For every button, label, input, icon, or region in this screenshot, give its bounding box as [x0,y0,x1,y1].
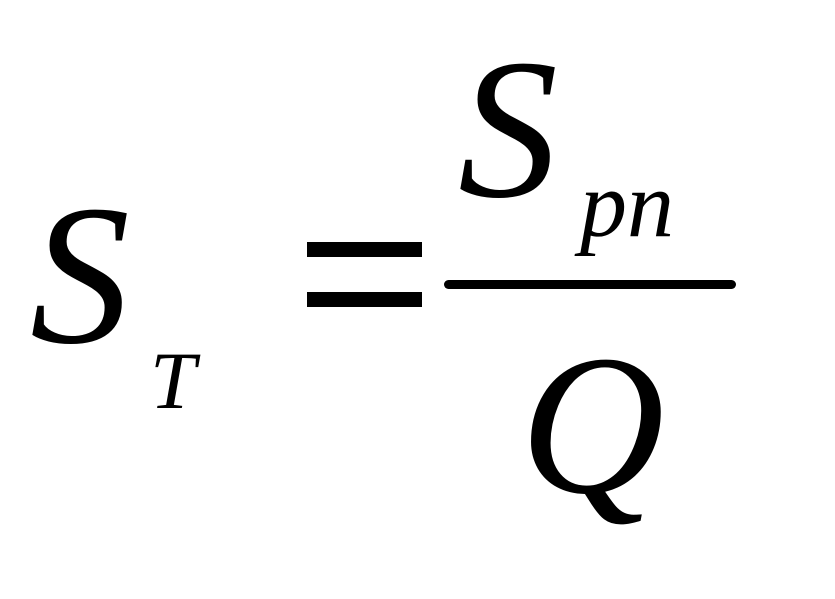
fraction-bar [444,280,736,289]
numerator-symbol: S [458,19,558,240]
numerator-subscript: pn [580,153,674,257]
lhs-subscript: T [150,335,196,426]
equals-bar-bottom [307,292,422,307]
lhs-symbol: S [30,165,130,386]
denominator-symbol: Q [520,315,665,536]
equals-bar-top [307,242,422,257]
